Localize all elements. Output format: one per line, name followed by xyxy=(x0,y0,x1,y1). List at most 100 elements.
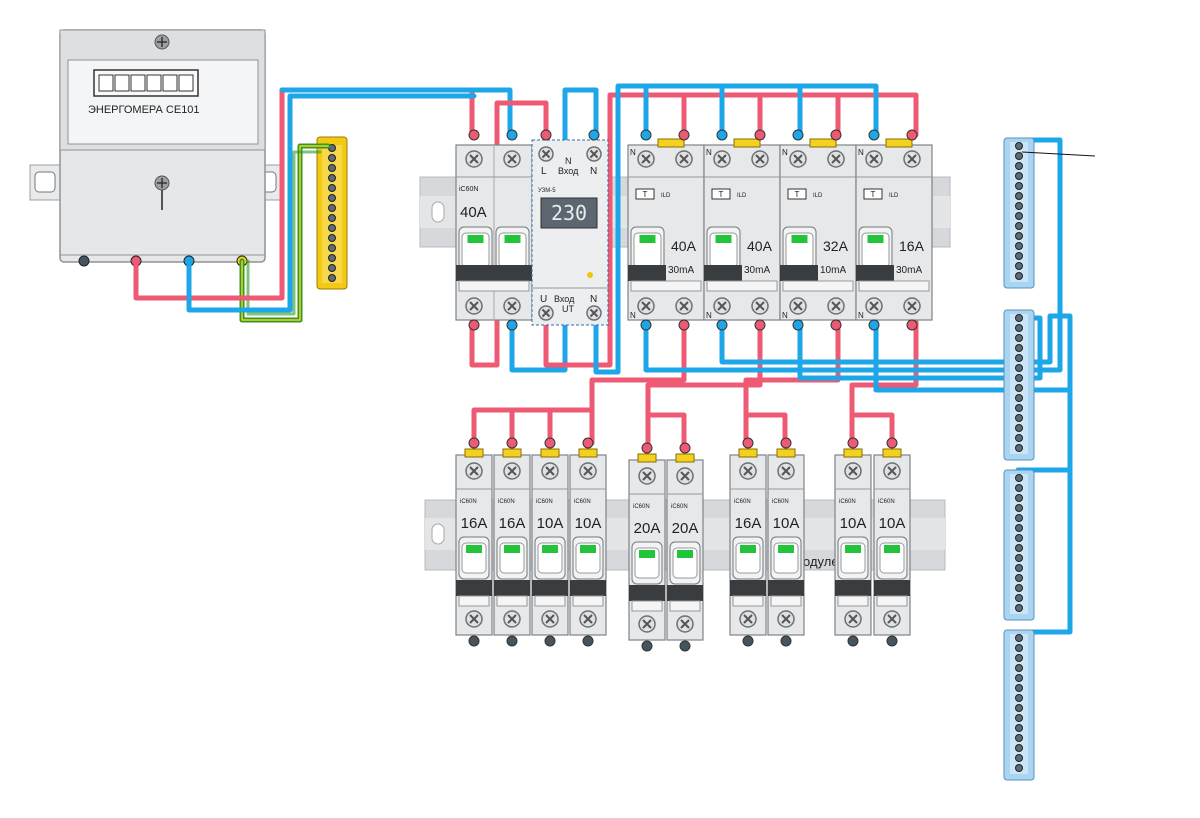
wire-terminal-dot xyxy=(830,319,842,331)
wire-terminal-dot xyxy=(506,129,518,141)
breaker-rating: 20A xyxy=(634,520,661,537)
on-indicator xyxy=(580,545,596,553)
wire-terminal-dot xyxy=(640,129,652,141)
wire-terminal-dot xyxy=(886,437,898,449)
wire-terminal-dot xyxy=(780,437,792,449)
test-button[interactable] xyxy=(863,188,883,200)
on-indicator xyxy=(791,235,808,243)
breaker-band xyxy=(730,580,766,596)
relay-out-label: UT xyxy=(562,304,574,314)
bus-screw xyxy=(1015,252,1023,260)
bus-screw xyxy=(1015,424,1023,432)
rcd-n-label: N xyxy=(706,311,712,320)
breaker-rating: 40A xyxy=(460,204,487,221)
bus-screw xyxy=(328,194,336,202)
rcd-n-label: N xyxy=(782,148,788,157)
earth-busbar xyxy=(316,136,348,290)
test-button-label: T xyxy=(719,190,724,199)
breaker-band xyxy=(629,585,665,601)
breaker-brand: iC60N xyxy=(772,499,789,505)
bus-screw xyxy=(1015,494,1023,502)
bus-screw xyxy=(1015,222,1023,230)
relay-model: УЗМ-5 xyxy=(538,188,556,194)
rcd-n-label: N xyxy=(630,148,636,157)
rcd-rating: 32A xyxy=(823,238,849,254)
wire-terminal-dot xyxy=(886,635,898,647)
rcd-rating: 40A xyxy=(747,238,773,254)
relay-display xyxy=(540,197,598,229)
wire-terminal-dot xyxy=(678,319,690,331)
relay-l-label: L xyxy=(541,166,547,177)
rcd-sensitivity: 30mA xyxy=(744,265,770,276)
breaker-group: iC60N16AiC60N16AiC60N10AiC60N10AiC60N20A… xyxy=(455,437,911,652)
bus-screw xyxy=(1015,384,1023,392)
bus-screw xyxy=(1015,354,1023,362)
on-indicator xyxy=(467,235,484,243)
on-indicator xyxy=(639,550,655,558)
wire-terminal-dot xyxy=(742,437,754,449)
bus-screw xyxy=(1015,324,1023,332)
breaker-rating: 16A xyxy=(735,515,762,532)
rcd-n-label: N xyxy=(858,311,864,320)
wire-terminal-dot xyxy=(641,442,653,454)
bus-screw xyxy=(1015,202,1023,210)
bus-screw xyxy=(1015,232,1023,240)
test-button[interactable] xyxy=(635,188,655,200)
on-indicator xyxy=(677,550,693,558)
breaker-rating: 10A xyxy=(879,515,906,532)
breaker-brand: iC60N xyxy=(734,499,751,505)
meter-label: ЭНЕРГОМЕРА CE101 xyxy=(88,104,200,116)
breaker-brand: iC60N xyxy=(574,499,591,505)
breaker-rating: 16A xyxy=(461,515,488,532)
rcd-n-label: N xyxy=(782,311,788,320)
bus-screw xyxy=(1015,574,1023,582)
wire-terminal-dot xyxy=(906,319,918,331)
bus-screw xyxy=(1015,434,1023,442)
test-button[interactable] xyxy=(787,188,807,200)
breaker-brand: iC60N xyxy=(633,504,650,510)
relay-n-label: N xyxy=(590,166,597,177)
wire-terminal-dot xyxy=(679,640,691,652)
test-button[interactable] xyxy=(711,188,731,200)
breaker-brand: iC60N xyxy=(536,499,553,505)
bus-screw xyxy=(1015,514,1023,522)
breaker-band xyxy=(532,580,568,596)
bus-screw xyxy=(1015,172,1023,180)
on-indicator xyxy=(778,545,794,553)
on-indicator xyxy=(884,545,900,553)
bus-screw xyxy=(1015,404,1023,412)
on-indicator xyxy=(740,545,756,553)
breaker-rating: 16A xyxy=(499,515,526,532)
circuit-breaker: iC60N 20A xyxy=(628,442,666,652)
bus-screw xyxy=(1015,182,1023,190)
bus-screw xyxy=(1015,414,1023,422)
bus-screw xyxy=(1015,142,1023,150)
rcd-sensitivity: 30mA xyxy=(896,265,922,276)
bus-screw xyxy=(328,204,336,212)
breaker-rating: 10A xyxy=(840,515,867,532)
bus-screw xyxy=(1015,524,1023,532)
rcd-rating: 40A xyxy=(671,238,697,254)
wire-terminal-dot xyxy=(678,129,690,141)
bus-screw xyxy=(1015,364,1023,372)
wire-terminal-dot xyxy=(540,129,552,141)
relay-n-label: N xyxy=(565,156,572,166)
bus-screw xyxy=(328,244,336,252)
rcd-sensitivity: 10mA xyxy=(820,265,846,276)
wire-terminal-dot xyxy=(847,635,859,647)
bus-screw xyxy=(1015,634,1023,642)
wire-terminal-dot xyxy=(640,319,652,331)
rcd-n-label: N xyxy=(706,148,712,157)
energy-meter: ЭНЕРГОМЕРА CE101 xyxy=(29,29,281,267)
relay-led xyxy=(587,272,593,278)
